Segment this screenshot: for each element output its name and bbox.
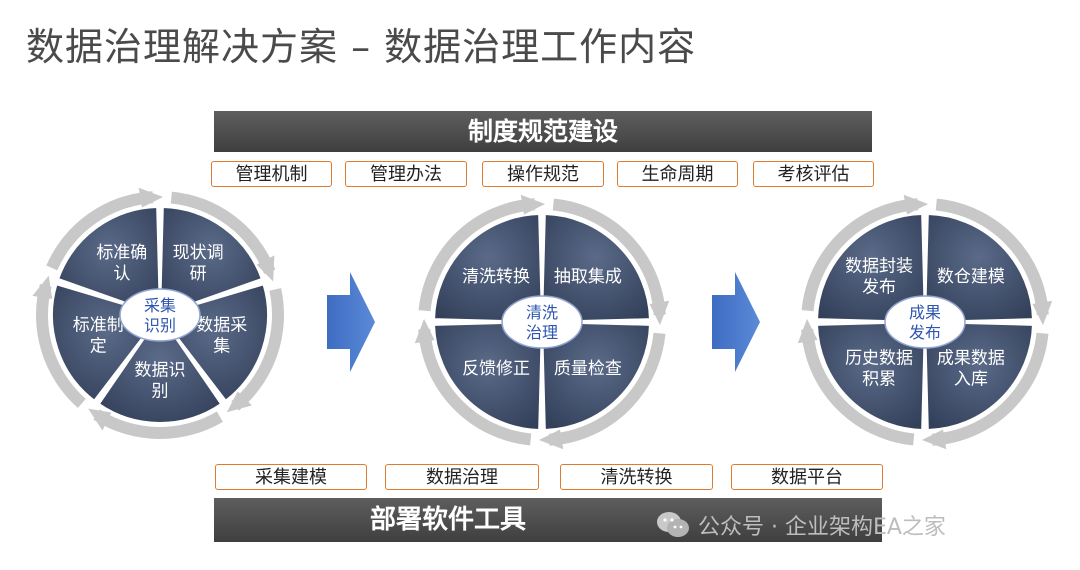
cycle-arrowhead xyxy=(32,275,53,299)
cycle-arrowhead xyxy=(138,187,164,208)
cycle-segment-label: 研 xyxy=(190,264,207,284)
wechat-icon xyxy=(657,512,689,537)
page-title: 数据治理解决方案 – 数据治理工作内容 xyxy=(26,25,697,69)
cycle-center xyxy=(501,295,583,349)
cycle-segment-label: 发布 xyxy=(862,278,896,298)
cycle-arrowhead xyxy=(903,194,929,215)
cycle-center xyxy=(119,288,201,342)
bottom-tag-collection-modeling: 采集建模 xyxy=(215,464,367,490)
policy-banner: 制度规范建设 xyxy=(214,111,872,152)
cycle-segment xyxy=(97,313,223,424)
cycle-segment-label: 历史数据 xyxy=(845,348,913,368)
top-tag-lifecycle: 生命周期 xyxy=(617,161,738,187)
tools-banner: 部署软件工具 xyxy=(214,498,882,542)
cycle-center-label: 识别 xyxy=(144,316,176,335)
watermark-text: 公众号 · 企业架构EA之家 xyxy=(698,515,946,540)
cycle-segment-label: 数仓建模 xyxy=(937,267,1005,287)
cycle-segment xyxy=(923,320,1034,431)
top-tag-management-method: 管理办法 xyxy=(345,161,467,187)
cycle-segment-label: 抽取集成 xyxy=(554,267,622,287)
cycle-segment xyxy=(433,320,544,431)
cycle-segment-label: 质量检查 xyxy=(554,359,622,379)
top-tag-assessment: 考核评估 xyxy=(753,161,874,187)
cycle-segment-label: 反馈修正 xyxy=(462,359,530,379)
cycle-segment-label: 集 xyxy=(213,337,230,357)
cycle-segment-label: 认 xyxy=(113,264,130,284)
bottom-tag-cleansing: 清洗转换 xyxy=(560,464,713,490)
cycle-arrowhead xyxy=(921,429,947,450)
cycle-arrowhead xyxy=(538,429,564,450)
watermark: 公众号 · 企业架构EA之家 xyxy=(656,508,946,542)
cycle-segment xyxy=(816,213,927,324)
cycle-segment-label: 别 xyxy=(152,381,169,401)
cycle-segment-label: 入库 xyxy=(954,369,988,389)
cycle-segment-label: 积累 xyxy=(862,369,896,389)
cycle-arrowhead xyxy=(226,391,253,413)
cycle-center-label: 发布 xyxy=(909,323,941,342)
cycle-segment xyxy=(923,213,1034,324)
cycle-segment xyxy=(433,213,544,324)
cycle-segment-label: 清洗转换 xyxy=(462,267,530,287)
cycle-segment-label: 成果数据 xyxy=(937,348,1005,368)
cycle-arrowhead xyxy=(414,318,435,344)
cycle-segment xyxy=(540,320,651,431)
cycle-segment xyxy=(158,206,264,317)
right-arrow-icon xyxy=(327,272,375,372)
cycle-segment-label: 数据识 xyxy=(135,360,186,380)
bottom-tag-data-platform: 数据平台 xyxy=(731,464,883,490)
cycle-segment-label: 标准确 xyxy=(96,243,147,263)
right-arrow-icon xyxy=(712,272,760,372)
cycle-segment-label: 数据采 xyxy=(196,316,247,336)
cycle-center xyxy=(884,295,966,349)
cycle-arrowhead xyxy=(520,194,546,215)
top-tag-operation-spec: 操作规范 xyxy=(482,161,604,187)
cycle-center-label: 清洗 xyxy=(526,303,558,322)
cycle-center-label: 治理 xyxy=(526,323,558,342)
cycle-segment xyxy=(56,206,162,317)
cycle-arrowhead xyxy=(256,255,275,282)
cycle-segment-label: 数据封装 xyxy=(845,257,913,277)
cycle-center-label: 成果 xyxy=(909,303,941,322)
cycle-segment xyxy=(540,213,651,324)
top-tag-management-mechanism: 管理机制 xyxy=(211,161,332,187)
cycle-arrowhead xyxy=(797,318,818,344)
cycle-segment xyxy=(816,320,927,431)
cycle-ring-arc xyxy=(93,409,223,439)
cycle-segment-label: 标准制 xyxy=(73,316,124,336)
cycle-arrowhead xyxy=(88,408,112,431)
cycle-segment-label: 定 xyxy=(90,337,107,357)
cycle-arrowhead xyxy=(649,300,670,326)
cycle-center-label: 采集 xyxy=(144,296,176,315)
bottom-tag-data-governance: 数据治理 xyxy=(385,464,539,490)
cycle-segment-label: 现状调 xyxy=(173,243,224,263)
cycle-arrowhead xyxy=(1032,300,1053,326)
